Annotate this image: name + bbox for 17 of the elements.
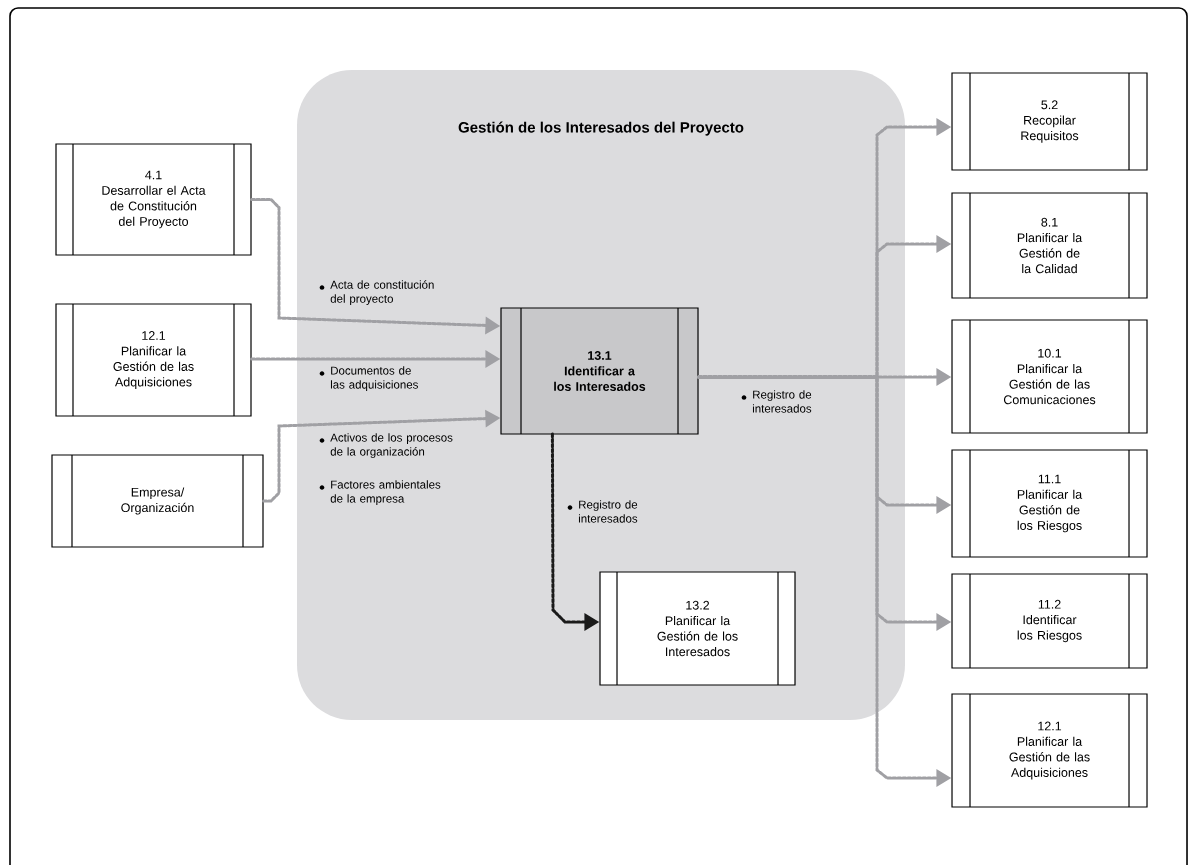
edge-label: Registro de interesados (741, 390, 812, 413)
edge-label: Activos de los procesos de la organización (319, 433, 453, 458)
process-box: 13.1 Identificar a los Interesados (500, 307, 699, 435)
process-box: 8.1 Planificar la Gestión de la Calidad (951, 192, 1148, 299)
bullet-note: Factores ambientales de la empresa (319, 480, 441, 505)
process-box: Empresa/ Organización (51, 454, 264, 548)
edge-label: Registro de interesados (567, 500, 638, 523)
process-box: 5.2 Recopilar Requisitos (951, 72, 1148, 171)
process-box: 4.1 Desarrollar el Acta de Constitución del Proyecto (55, 143, 252, 256)
process-box: 13.2 Planificar la Gestión de los Interesados (599, 571, 796, 686)
process-box: 10.1 Planificar la Gestión de las Comunicaciones (951, 319, 1148, 434)
edge-label: Documentos de las adquisiciones (319, 366, 418, 391)
process-box: 12.1 Planificar la Gestión de las Adquisiciones (55, 303, 252, 417)
process-box: 12.1 Planificar la Gestión de las Adquisiciones (951, 693, 1148, 808)
process-box: 11.1 Planificar la Gestión de los Riesgos (951, 449, 1148, 558)
process-box: 11.2 Identificar los Riesgos (951, 573, 1148, 669)
edge-label: Acta de constitución del proyecto (319, 280, 434, 306)
